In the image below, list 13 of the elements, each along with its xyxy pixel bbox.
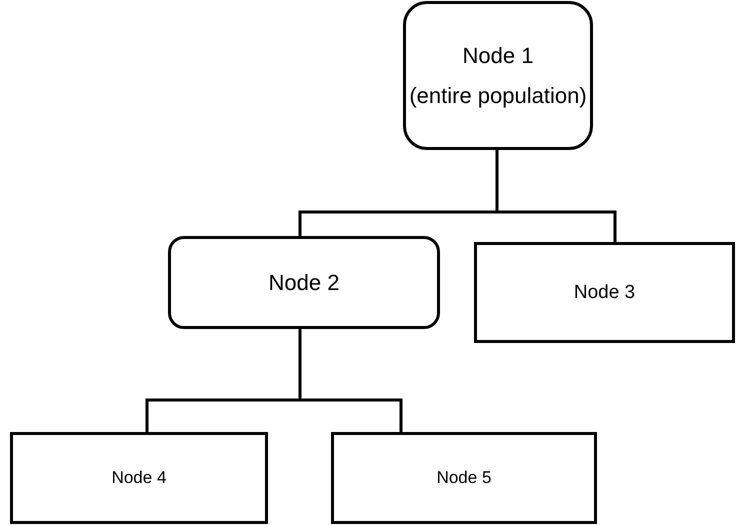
process-box	[331, 432, 597, 524]
rounded-box	[403, 1, 593, 150]
node-label: Node 2	[268, 268, 340, 296]
process-box	[474, 242, 735, 343]
connector-line	[496, 150, 616, 242]
node-label: Node 1	[462, 42, 534, 70]
process-box	[10, 432, 268, 524]
node-label: Node 4	[112, 467, 166, 489]
node-label: Node 5	[436, 467, 492, 489]
node-label: (entire population)	[409, 82, 587, 109]
node-label: Node 3	[574, 280, 636, 304]
connector-line	[298, 329, 402, 432]
rounded-box	[168, 236, 440, 329]
